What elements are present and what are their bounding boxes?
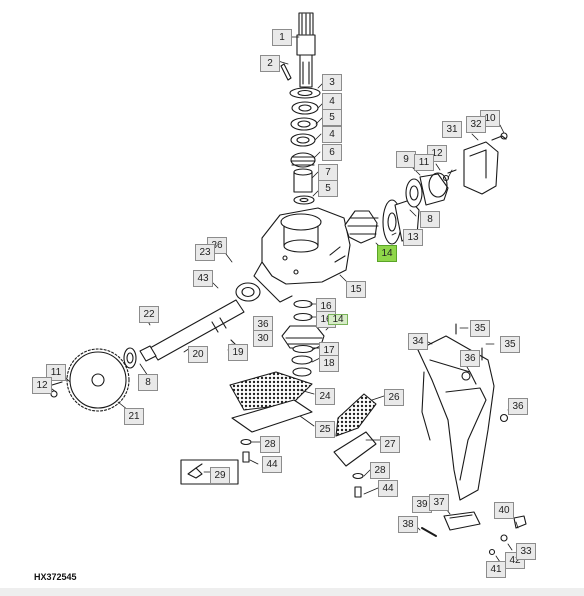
callout-35[interactable]: 35 [500,336,520,353]
callout-14-highlighted[interactable]: 14 [377,245,397,262]
callout-8[interactable]: 8 [138,374,158,391]
drawing-code: HX372545 [34,572,77,582]
callout-27[interactable]: 27 [380,436,400,453]
callout-33[interactable]: 33 [516,543,536,560]
callout-13[interactable]: 13 [403,229,423,246]
callout-9[interactable]: 9 [396,151,416,168]
callout-3[interactable]: 3 [322,74,342,91]
sprocket [47,347,137,412]
callout-35[interactable]: 35 [470,320,490,337]
callout-7[interactable]: 7 [318,164,338,181]
callout-2[interactable]: 2 [260,55,280,72]
callout-11[interactable]: 11 [414,154,434,171]
callout-20[interactable]: 20 [188,346,208,363]
callout-34[interactable]: 34 [408,333,428,350]
callout-23[interactable]: 23 [195,244,215,261]
callout-36[interactable]: 36 [508,398,528,415]
callout-44[interactable]: 44 [378,480,398,497]
leader-lines [47,36,519,563]
callout-1[interactable]: 1 [272,29,292,46]
callout-12[interactable]: 12 [32,377,52,394]
cover-plate-left [231,399,313,433]
callout-5[interactable]: 5 [318,180,338,197]
callout-18[interactable]: 18 [319,355,339,372]
callout-25[interactable]: 25 [315,421,335,438]
callout-6[interactable]: 6 [322,144,342,161]
callout-29[interactable]: 29 [210,467,230,484]
bevel-gear-assembly [344,169,457,245]
right-bracket [463,132,508,195]
callout-21[interactable]: 21 [124,408,144,425]
input-shaft [296,12,316,88]
callout-4[interactable]: 4 [322,93,342,110]
callout-31[interactable]: 31 [442,121,462,138]
callout-14[interactable]: 14 [328,314,348,325]
fasteners [240,438,364,498]
callout-38[interactable]: 38 [398,516,418,533]
output-shaft [139,299,245,362]
callout-28[interactable]: 28 [370,462,390,479]
callout-37[interactable]: 37 [429,494,449,511]
callout-15[interactable]: 15 [346,281,366,298]
gear-housing [235,207,351,303]
callout-43[interactable]: 43 [193,270,213,287]
callout-36[interactable]: 36 [460,350,480,367]
callout-19[interactable]: 19 [228,344,248,361]
cover-plate-right [333,431,377,467]
callout-24[interactable]: 24 [315,388,335,405]
callout-30[interactable]: 30 [253,330,273,347]
footer-bar [0,588,584,596]
callout-28[interactable]: 28 [260,436,280,453]
bearing-stack [289,87,321,205]
callout-4[interactable]: 4 [322,126,342,143]
shaft-key [280,63,292,81]
callout-41[interactable]: 41 [486,561,506,578]
lower-gear-stack [230,299,325,377]
callout-40[interactable]: 40 [494,502,514,519]
callout-5[interactable]: 5 [322,109,342,126]
callout-8[interactable]: 8 [420,211,440,228]
callout-22[interactable]: 22 [139,306,159,323]
callout-32[interactable]: 32 [466,116,486,133]
callout-44[interactable]: 44 [262,456,282,473]
callout-26[interactable]: 26 [384,389,404,406]
mesh-filter-right [335,393,377,437]
callout-11[interactable]: 11 [46,364,66,381]
